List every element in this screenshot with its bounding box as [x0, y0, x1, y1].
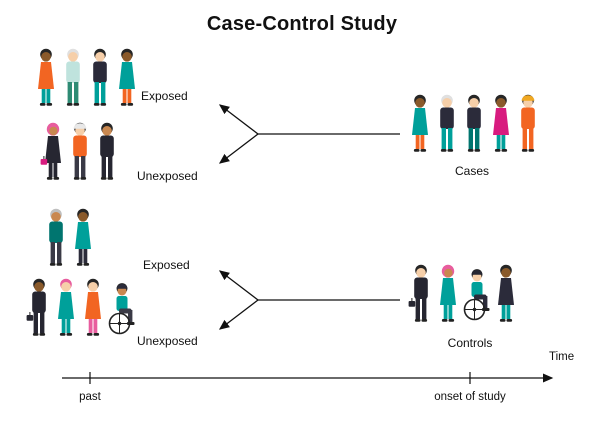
person-figure [440, 94, 454, 152]
person-figure [40, 122, 61, 180]
people-group-unexposed-top [40, 120, 120, 184]
label-exposed-bottom: Exposed [143, 258, 190, 272]
label-past: past [79, 391, 101, 403]
person-figure [85, 278, 101, 336]
label-unexposed-bottom: Unexposed [137, 334, 198, 348]
person-figure [498, 264, 514, 322]
person-figure [38, 48, 54, 106]
label-onset: onset of study [434, 391, 506, 403]
people-group-cases [407, 92, 541, 156]
people-group-exposed-top [33, 46, 140, 110]
person-figure [119, 48, 135, 106]
person-figure [463, 269, 490, 321]
person-figure [100, 122, 114, 180]
label-exposed-top: Exposed [141, 89, 188, 103]
label-controls: Controls [447, 336, 493, 350]
person-figure [408, 264, 428, 322]
timeline-axis [62, 372, 554, 384]
person-figure [108, 283, 135, 335]
person-figure [493, 94, 509, 152]
person-figure [66, 48, 80, 106]
person-figure [412, 94, 428, 152]
person-figure [521, 94, 535, 152]
person-figure [93, 48, 107, 106]
label-cases: Cases [454, 164, 489, 178]
label-unexposed-top: Unexposed [137, 169, 198, 183]
person-figure [75, 208, 91, 266]
person-figure [58, 278, 74, 336]
people-group-controls [408, 262, 519, 326]
label-time: Time [549, 351, 575, 363]
person-figure [49, 208, 63, 266]
branch-arrows-cases [218, 104, 400, 164]
people-group-unexposed-bottom [26, 276, 137, 340]
diagram-title: Case-Control Study [206, 13, 398, 35]
person-figure [440, 264, 456, 322]
people-group-exposed-bottom [43, 206, 96, 270]
person-figure [73, 122, 87, 180]
person-figure [467, 94, 481, 152]
person-figure [26, 278, 46, 336]
branch-arrows-controls [218, 270, 400, 330]
